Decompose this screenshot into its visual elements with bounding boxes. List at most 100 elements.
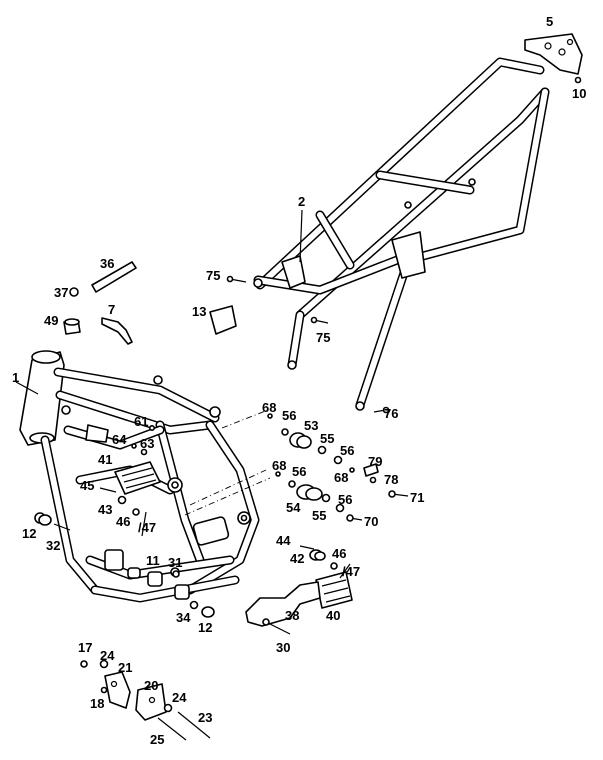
axis-line-lower	[184, 477, 271, 516]
rear-subframe	[253, 57, 550, 411]
callout-63: 63	[140, 436, 154, 451]
pin-78	[369, 476, 377, 484]
callout-46-right: 46	[332, 546, 346, 561]
clip-7	[101, 317, 133, 345]
callout-2: 2	[298, 194, 305, 209]
callout-12-right: 12	[198, 620, 212, 635]
nut-63	[140, 448, 148, 456]
callout-55-lower: 55	[312, 508, 326, 523]
bolt-25	[157, 717, 187, 741]
callout-79: 79	[368, 454, 382, 469]
callout-45: 45	[80, 478, 94, 493]
callout-44: 44	[276, 533, 291, 548]
rubber-13	[209, 305, 237, 335]
spring-43	[117, 495, 127, 505]
bolt-75-upper	[226, 275, 247, 283]
callout-30: 30	[276, 640, 290, 655]
breather-hose	[91, 261, 137, 293]
callout-13: 13	[192, 304, 206, 319]
leader-lines	[15, 209, 351, 579]
callout-37: 37	[54, 285, 68, 300]
callout-43: 43	[98, 502, 112, 517]
bolt-17	[80, 660, 88, 668]
callout-56-d: 56	[338, 492, 352, 507]
bolt-70	[346, 514, 363, 522]
callout-68-a: 68	[262, 400, 276, 415]
nipple-49	[63, 318, 81, 335]
callout-24-b: 24	[172, 690, 187, 705]
callout-32: 32	[46, 538, 60, 553]
washer-24-b	[163, 703, 173, 713]
bolt-71	[388, 490, 409, 498]
bushing-54	[296, 484, 323, 501]
callout-21: 21	[118, 660, 132, 675]
bushing-53	[289, 432, 312, 449]
callout-56-b: 56	[340, 443, 354, 458]
bolt-76	[373, 406, 390, 414]
pin-45	[99, 487, 117, 493]
ring-68-a	[267, 413, 273, 419]
axis-line-upper	[221, 409, 269, 429]
washer-64	[131, 443, 137, 449]
callout-64: 64	[112, 432, 127, 447]
washer-56-a	[281, 428, 289, 436]
callout-36: 36	[100, 256, 114, 271]
callout-23: 23	[198, 710, 212, 725]
callout-75-upper: 75	[206, 268, 220, 283]
brake-pedal	[245, 581, 321, 627]
callout-75-lower: 75	[316, 330, 330, 345]
callout-38: 38	[285, 608, 299, 623]
bushing-31	[172, 570, 180, 578]
washer-56-c	[333, 455, 343, 465]
callout-31: 31	[168, 555, 182, 570]
skid-plate	[524, 33, 583, 84]
washer-46-left	[132, 508, 140, 516]
callout-24-a: 24	[100, 648, 115, 663]
callout-49: 49	[44, 313, 58, 328]
callout-68-c: 68	[334, 470, 348, 485]
callout-25: 25	[150, 732, 164, 747]
callout-68-b: 68	[272, 458, 286, 473]
callout-55-upper: 55	[320, 431, 334, 446]
footpeg-left	[114, 461, 161, 495]
callout-34: 34	[176, 610, 191, 625]
callout-78: 78	[384, 472, 398, 487]
callout-labels: 1 2 5 7 10 11 12 12 13 17 18 20 21 23 24…	[12, 14, 586, 747]
bolt-23	[177, 711, 211, 739]
callout-46-left: 46	[116, 514, 130, 529]
washer-46-right	[330, 562, 338, 570]
screw-61	[149, 424, 156, 431]
washer-56-b	[288, 480, 296, 488]
bolt-30	[262, 618, 291, 635]
callout-61: 61	[134, 414, 148, 429]
callout-1: 1	[12, 370, 19, 385]
callout-54: 54	[286, 500, 301, 515]
main-frame	[19, 350, 260, 603]
washer-55-a	[317, 445, 327, 455]
callout-53: 53	[304, 418, 318, 433]
sidestand-bracket	[104, 671, 167, 721]
callout-42: 42	[290, 551, 304, 566]
bolt-75-lower	[310, 316, 329, 324]
hose-clamp-37	[69, 287, 79, 297]
callout-18: 18	[90, 696, 104, 711]
nut-18	[100, 686, 108, 694]
ring-68-c	[349, 467, 355, 473]
callout-71: 71	[410, 490, 424, 505]
clip-79	[363, 463, 379, 477]
callout-40: 40	[326, 608, 340, 623]
spring-42	[309, 549, 326, 561]
callout-41: 41	[98, 452, 112, 467]
bushing-32	[53, 523, 71, 531]
callout-5: 5	[546, 14, 553, 29]
washer-55-b	[321, 493, 331, 503]
callout-56-c: 56	[292, 464, 306, 479]
washer-34	[189, 600, 199, 610]
callout-47-left: /47	[138, 520, 156, 535]
callout-12-left: 12	[22, 526, 36, 541]
bushing-12-right	[201, 606, 215, 618]
callout-76: 76	[384, 406, 398, 421]
callout-70: 70	[364, 514, 378, 529]
bushing-11	[127, 567, 141, 579]
